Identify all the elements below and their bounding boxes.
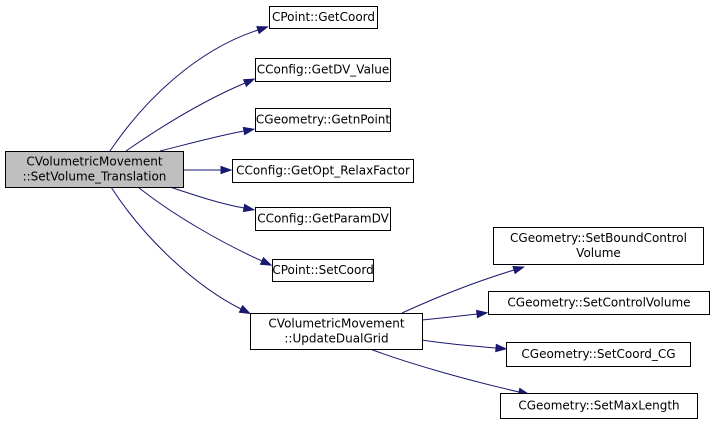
arrowhead [238, 304, 252, 315]
node-getopt[interactable]: CConfig::GetOpt_RelaxFactor [232, 159, 414, 183]
node-setcoord[interactable]: CPoint::SetCoord [272, 259, 374, 282]
edge-root-to-update [110, 186, 252, 315]
edge-line [109, 29, 259, 152]
node-box [255, 58, 391, 82]
node-box [506, 342, 691, 367]
edge-root-to-getcoord [109, 26, 269, 152]
edge-line [110, 186, 242, 310]
arrowhead [495, 343, 508, 353]
edge-line [137, 186, 263, 262]
node-label: CPoint::GetCoord [272, 10, 375, 24]
node-box [269, 6, 378, 29]
edge-root-to-setcoord [137, 186, 273, 266]
edge-update-to-setcoordcg [421, 339, 508, 353]
arrowhead [512, 266, 525, 275]
arrowhead [476, 309, 489, 319]
edge-line [369, 348, 520, 393]
node-label: CGeometry::SetCoord_CG [521, 347, 675, 361]
node-box [255, 207, 391, 231]
node-label: CGeometry::SetBoundControl [510, 231, 687, 245]
arrowhead [242, 126, 256, 136]
arrowhead [259, 256, 273, 266]
node-box [255, 108, 391, 132]
node-label: CGeometry::SetMaxLength [518, 399, 679, 413]
edge-line [421, 339, 497, 349]
edge-root-to-getnpoint [159, 126, 256, 152]
node-label: CConfig::GetParamDV [257, 212, 389, 226]
node-setcontrol[interactable]: CGeometry::SetControlVolume [488, 291, 710, 315]
node-update[interactable]: CVolumetricMovement::UpdateDualGrid [250, 313, 423, 350]
node-getdv[interactable]: CConfig::GetDV_Value [255, 58, 391, 82]
edge-update-to-setmax [369, 348, 531, 397]
node-label: ::UpdateDualGrid [284, 332, 388, 346]
node-label: ::SetVolume_Translation [23, 170, 167, 184]
edge-update-to-setbound [401, 266, 525, 314]
node-label: CConfig::GetDV_Value [257, 63, 390, 77]
edge-line [159, 130, 245, 152]
node-setmax[interactable]: CGeometry::SetMaxLength [500, 393, 698, 419]
node-getnpoint[interactable]: CGeometry::GetnPoint [255, 108, 391, 132]
arrowhead [242, 203, 256, 213]
node-box [5, 151, 184, 188]
arrowhead [256, 26, 269, 35]
edge-line [401, 269, 515, 314]
node-label: CConfig::GetOpt_RelaxFactor [236, 164, 410, 178]
node-label: CPoint::SetCoord [272, 263, 373, 277]
edge-root-to-getopt [183, 165, 233, 175]
edge-line [169, 186, 245, 209]
node-box [488, 291, 710, 315]
node-box [272, 259, 374, 282]
node-setcoordcg[interactable]: CGeometry::SetCoord_CG [506, 342, 691, 367]
edge-root-to-getparam [169, 186, 256, 213]
node-box [232, 159, 414, 183]
node-label: CGeometry::GetnPoint [256, 113, 391, 127]
node-getcoord[interactable]: CPoint::GetCoord [269, 6, 378, 29]
edge-update-to-setcontrol [421, 309, 489, 321]
node-root[interactable]: CVolumetricMovement::SetVolume_Translati… [5, 151, 184, 188]
edge-line [421, 313, 478, 321]
arrowhead [220, 165, 233, 175]
edge-root-to-getdv [125, 78, 256, 152]
arrowhead [242, 78, 256, 88]
node-box [493, 227, 704, 265]
node-label: Volume [576, 246, 621, 260]
node-box [250, 313, 423, 350]
node-box [500, 393, 698, 419]
node-getparam[interactable]: CConfig::GetParamDV [255, 207, 391, 231]
node-label: CVolumetricMovement [26, 155, 162, 169]
edge-line [125, 82, 246, 152]
node-label: CGeometry::SetControlVolume [507, 296, 690, 310]
node-label: CVolumetricMovement [268, 317, 404, 331]
